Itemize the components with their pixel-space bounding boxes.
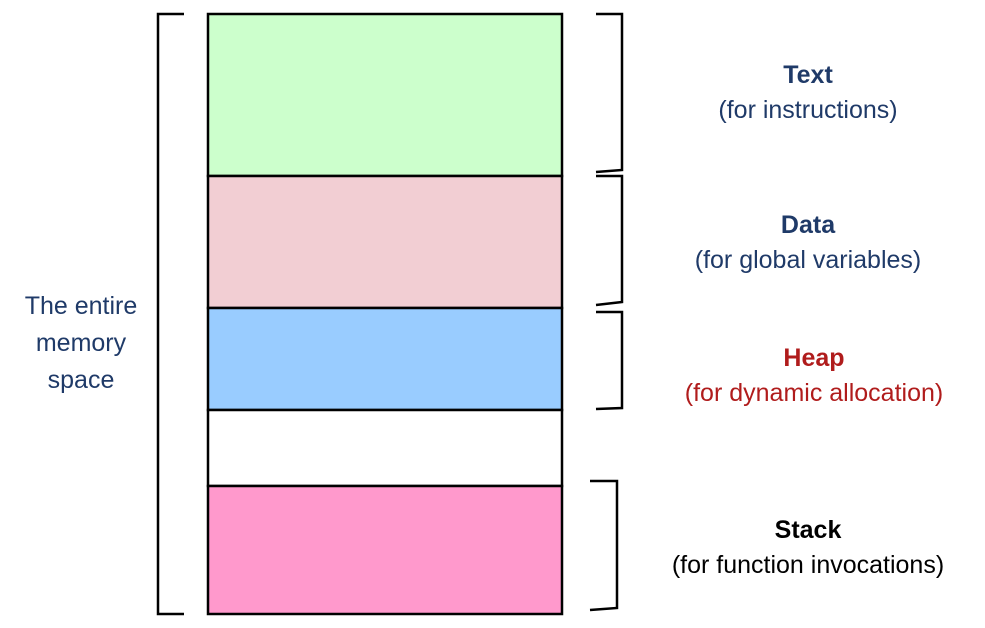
right-brace-data [595, 174, 624, 307]
segment-data [206, 174, 564, 310]
left-label-line3: space [47, 366, 115, 394]
segment-subtitle-stack: (for function invocations) [671, 551, 945, 579]
segment-text [206, 12, 564, 178]
segment-free [206, 408, 564, 488]
segment-label-data: Data (for global variables) [618, 208, 985, 278]
segment-heap [206, 306, 564, 412]
segment-subtitle-heap: (for dynamic allocation) [684, 379, 944, 407]
right-brace-text [595, 12, 624, 174]
segment-stack [206, 484, 564, 616]
segment-title-stack: Stack [774, 516, 842, 544]
segment-label-stack: Stack (for function invocations) [618, 513, 985, 583]
entire-memory-space-label: The entire memory space [0, 288, 162, 399]
right-brace-heap [595, 310, 624, 411]
left-brace [156, 12, 184, 616]
segment-title-text: Text [783, 61, 833, 89]
segment-title-heap: Heap [783, 344, 845, 372]
segment-label-heap: Heap (for dynamic allocation) [624, 341, 985, 411]
left-label-line2: memory [35, 329, 127, 357]
segment-subtitle-data: (for global variables) [694, 246, 922, 274]
segment-label-text: Text (for instructions) [618, 58, 985, 128]
right-brace-stack [589, 479, 619, 612]
segment-title-data: Data [780, 211, 836, 239]
segment-subtitle-text: (for instructions) [718, 96, 898, 124]
left-label-line1: The entire [24, 292, 138, 320]
